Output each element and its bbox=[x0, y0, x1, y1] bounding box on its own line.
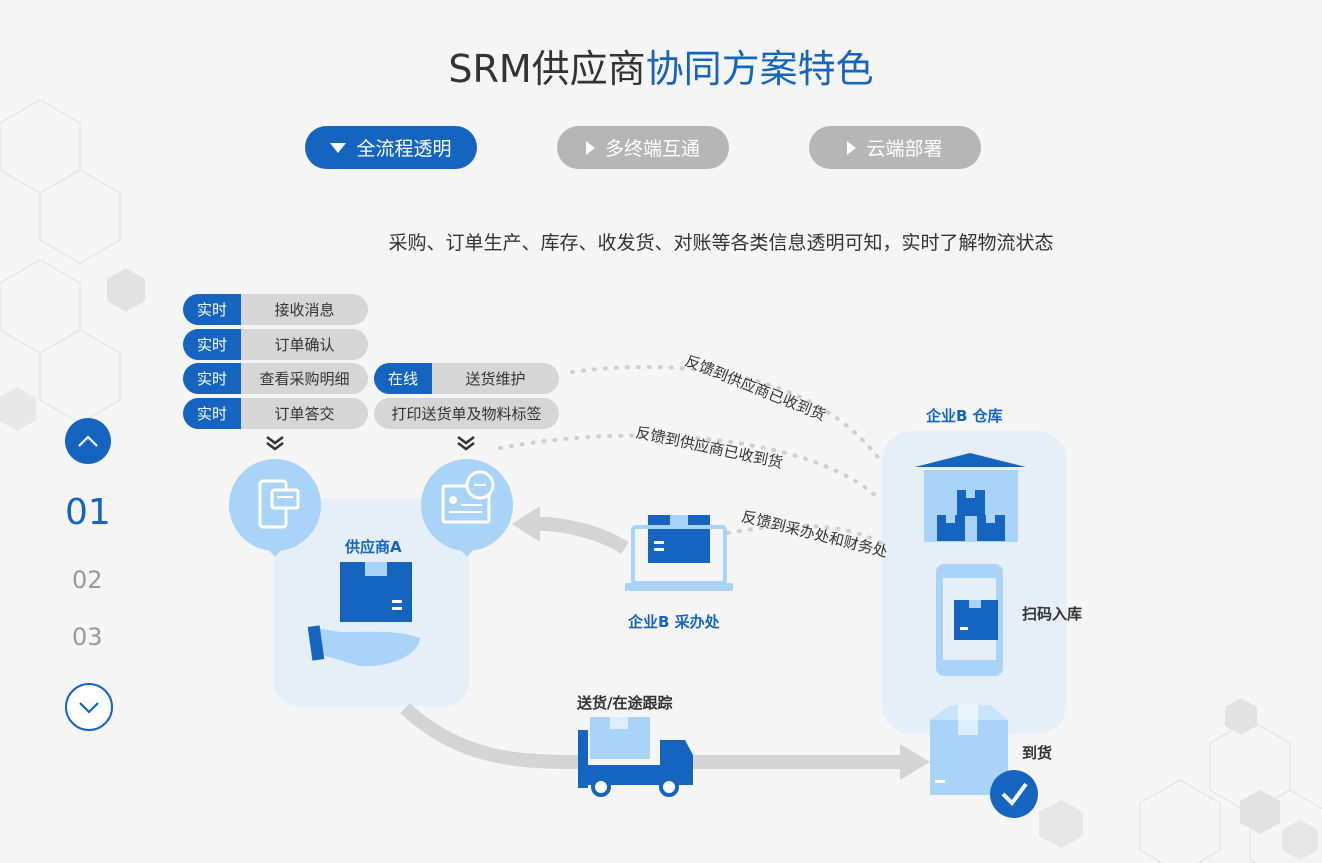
warehouse-icon bbox=[915, 453, 1026, 467]
tab-cloud[interactable]: 云端部署 bbox=[809, 126, 981, 169]
pill-tag: 在线 bbox=[374, 363, 432, 394]
feedback-curve bbox=[726, 523, 887, 547]
scan-label: 扫码入库 bbox=[1022, 605, 1083, 623]
tab-label: 多终端互通 bbox=[604, 138, 700, 160]
hand-icon bbox=[318, 628, 420, 667]
triangle-right-icon bbox=[585, 140, 595, 155]
subtitle: 采购、订单生产、库存、收发货、对账等各类信息透明可知，实时了解物流状态 bbox=[388, 232, 1054, 254]
tab-label: 云端部署 bbox=[866, 138, 943, 160]
pager-item[interactable]: 03 bbox=[72, 623, 103, 651]
warehouse-label: 企业B 仓库 bbox=[926, 407, 1003, 425]
pill-tag: 实时 bbox=[183, 329, 241, 360]
pill-delivery-maintain: 在线 送货维护 bbox=[374, 363, 559, 394]
tab-multi-terminal[interactable]: 多终端互通 bbox=[557, 126, 729, 169]
pill-text: 接收消息 bbox=[274, 301, 335, 319]
checkmark-icon bbox=[990, 770, 1038, 818]
supplier-label: 供应商A bbox=[345, 538, 402, 556]
pill-text: 订单答交 bbox=[274, 405, 335, 423]
arrow-head bbox=[512, 506, 540, 542]
triangle-right-icon bbox=[847, 140, 857, 155]
chevron-up-icon bbox=[78, 435, 98, 447]
pill-order-confirm: 实时 订单确认 bbox=[183, 329, 368, 360]
pager-down-button[interactable] bbox=[65, 683, 113, 731]
pager-up-button[interactable] bbox=[65, 418, 111, 464]
pill-order-reply: 实时 订单答交 bbox=[183, 398, 368, 429]
pill-text: 送货维护 bbox=[465, 370, 526, 388]
arrow-to-supplier bbox=[529, 516, 629, 554]
pill-tag: 实时 bbox=[183, 294, 241, 325]
feedback-curve bbox=[570, 364, 882, 462]
pill-view-detail: 实时 查看采购明细 bbox=[183, 363, 368, 394]
arrow-head bbox=[900, 744, 930, 780]
pill-tag: 实时 bbox=[183, 363, 241, 394]
delivery-curve bbox=[400, 702, 581, 769]
arrival-label: 到货 bbox=[1022, 744, 1053, 762]
pill-text: 查看采购明细 bbox=[259, 370, 350, 388]
triangle-down-icon bbox=[330, 142, 347, 153]
tab-label: 全流程透明 bbox=[356, 138, 452, 160]
procurement-label: 企业B 采办处 bbox=[628, 613, 720, 631]
pill-text: 订单确认 bbox=[274, 336, 335, 354]
page-title: SRM供应商协同方案特色 bbox=[448, 47, 874, 91]
arrival-box-icon bbox=[930, 720, 1008, 795]
pill-receive-msg: 实时 接收消息 bbox=[183, 294, 368, 325]
delivery-label: 送货/在途跟踪 bbox=[577, 694, 673, 712]
tab-full-process[interactable]: 全流程透明 bbox=[305, 126, 477, 169]
pager-current: 01 bbox=[65, 492, 111, 533]
pill-print-labels: 打印送货单及物料标签 bbox=[374, 398, 559, 429]
chevron-down-icon bbox=[79, 702, 99, 714]
pill-text: 打印送货单及物料标签 bbox=[391, 405, 542, 423]
pill-tag: 实时 bbox=[183, 398, 241, 429]
pager-item[interactable]: 02 bbox=[72, 566, 103, 594]
delivery-line bbox=[690, 755, 910, 769]
